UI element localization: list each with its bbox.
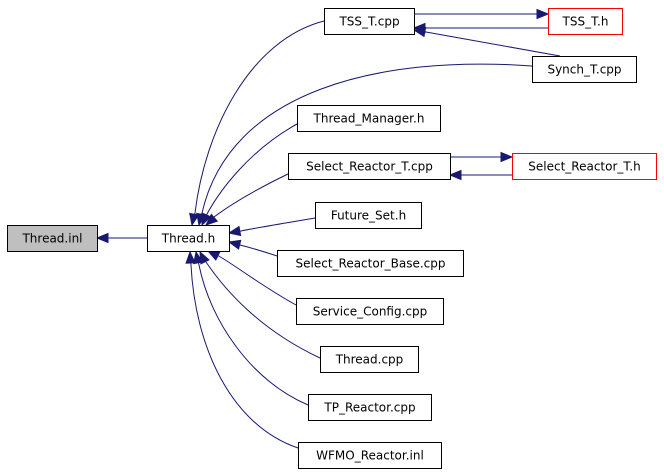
node-box [277,250,464,277]
node-wfmo-reactor-inl[interactable]: WFMO_Reactor.inl [298,442,442,469]
node-service-config-cpp[interactable]: Service_Config.cpp [296,298,444,325]
edge-tss_t_h-to-tss_t_cpp [412,22,548,34]
node-label: WFMO_Reactor.inl [316,449,424,463]
node-box [320,346,419,373]
edge-select_reactor_t_cpp-to-thread_h [205,173,289,226]
node-label: Thread.h [161,232,215,246]
node-label: Synch_T.cpp [547,63,621,77]
edge-line [198,63,533,226]
node-label: Thread.inl [21,232,82,246]
edge-line [189,251,299,449]
edge-thread_h-to-thread_inl [95,232,147,244]
edges [95,8,561,449]
edge-line [228,217,316,234]
nodes: Thread.inl Thread.h TSS_T.cpp TSS_T.hSynch_… [7,8,657,469]
arrowhead [185,250,196,264]
node-label: Thread.cpp [335,353,404,367]
edge-tss_t_cpp-to-thread_h [189,20,325,227]
node-label: TSS_T.cpp [338,15,399,29]
node-select-reactor-t-cpp[interactable]: Select_Reactor_T.cpp [288,153,451,180]
node-tp-reactor-cpp[interactable]: TP_Reactor.cpp [308,394,432,421]
edge-line [413,29,561,57]
node-select-reactor-base-cpp[interactable]: Select_Reactor_Base.cpp [277,250,464,277]
arrowhead [227,225,242,237]
node-box [308,394,432,421]
node-future-set-h[interactable]: Future_Set.h [315,202,422,229]
node-label: Future_Set.h [331,209,406,223]
edge-select_reactor_base_cpp-to-thread_h [227,239,278,257]
edge-future_set_h-to-thread_h [227,217,316,237]
node-thread-h[interactable]: Thread.h [147,225,230,252]
node-label: Service_Config.cpp [313,305,428,319]
edge-line [191,20,325,226]
arrowhead [448,169,462,181]
node-box [532,56,637,83]
edge-synch_t_cpp-to-thread_h [196,63,533,227]
node-label: Thread_Manager.h [313,112,425,126]
arrowhead [193,250,204,265]
node-label: TP_Reactor.cpp [323,401,415,415]
arrowhead [201,212,212,227]
node-box [147,225,230,252]
edge-line [199,251,321,359]
edge-tp_reactor_cpp-to-thread_h [193,250,309,406]
node-box [512,153,657,180]
node-box [7,225,98,252]
node-box [296,298,444,325]
node-label: Select_Reactor_Base.cpp [296,257,446,271]
arrowhead [412,26,427,38]
node-box [298,442,442,469]
edge-tss_t_cpp-to-tss_t_h [414,8,550,20]
edge-wfmo_reactor_inl-to-thread_h [185,250,299,449]
node-label: Select_Reactor_T.h [528,160,640,174]
node-thread-manager-h[interactable]: Thread_Manager.h [297,105,441,132]
node-box [324,8,415,35]
edge-select_reactor_t_cpp-to-select_reactor_t_h [450,151,514,163]
node-thread-inl[interactable]: Thread.inl [7,225,98,252]
edge-line [195,251,309,406]
node-synch-t-cpp[interactable]: Synch_T.cpp [532,56,637,83]
node-box [288,153,451,180]
node-label: TSS_T.h [562,15,609,29]
edge-synch_t_cpp-to-tss_t_cpp [412,26,561,57]
edge-line [201,123,298,226]
node-tss-t-cpp[interactable]: TSS_T.cpp [324,8,415,35]
node-thread-cpp[interactable]: Thread.cpp [320,346,419,373]
arrowhead [227,239,242,250]
edge-line [205,173,289,226]
node-box [548,8,623,35]
node-select-reactor-t-h[interactable]: Select_Reactor_T.h [512,153,657,180]
node-label: Select_Reactor_T.cpp [306,160,433,174]
arrowhead [189,212,200,227]
node-box [315,202,422,229]
arrowhead [205,213,219,226]
arrowhead [95,232,109,244]
arrowhead [206,250,221,261]
arrowhead [500,151,514,163]
arrowhead [536,8,550,20]
node-tss-t-h[interactable]: TSS_T.h [548,8,623,35]
node-box [297,105,441,132]
edge-thread_manager_h-to-thread_h [201,123,298,227]
edge-select_reactor_t_h-to-select_reactor_t_cpp [448,169,512,181]
